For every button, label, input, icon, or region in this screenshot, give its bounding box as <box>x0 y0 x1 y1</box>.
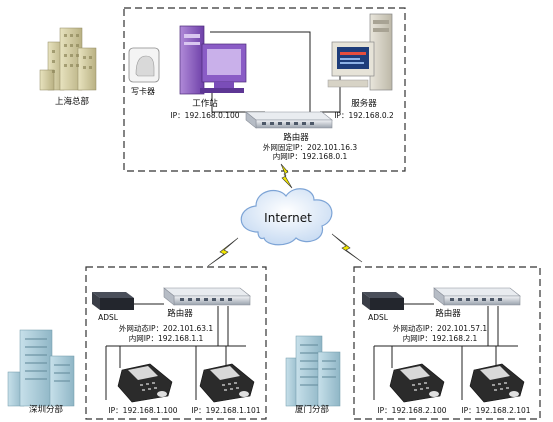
internet-label: Internet <box>264 211 312 225</box>
shenzhen-router-label: 路由器 <box>167 308 193 319</box>
server-label: 服务器 <box>351 98 377 109</box>
workstation-icon <box>179 25 247 95</box>
hq-router-lan-ip: 内网IP：192.168.0.1 <box>273 151 348 161</box>
hq-site-label: 上海总部 <box>55 96 90 107</box>
shenzhen-adsl-modem-icon <box>92 292 134 310</box>
shenzhen-terminal-1-ip: IP：192.168.1.100 <box>108 406 177 415</box>
shenzhen-site-frame <box>85 266 267 420</box>
card-writer-label: 写卡器 <box>131 86 155 96</box>
xiamen-router-lan-ip: 内网IP：192.168.2.1 <box>403 333 478 343</box>
xiamen-terminal-2-ip: IP：192.168.2.101 <box>461 406 530 415</box>
shenzhen-router-icon <box>163 287 251 306</box>
xiamen-adsl-label: ADSL <box>368 313 389 322</box>
xiamen-router-wan-ip: 外网动态IP：202.101.57.1 <box>393 323 488 333</box>
shenzhen-terminal-2-ip: IP：192.168.1.101 <box>191 406 260 415</box>
xiamen-card-terminal-2-icon <box>469 363 525 403</box>
xiamen-terminal-1-ip: IP：192.168.2.100 <box>377 406 446 415</box>
server-icon <box>327 13 393 91</box>
xiamen-links <box>373 303 518 400</box>
xiamen-internet-link-bolt <box>331 233 363 263</box>
card-writer-icon <box>128 47 160 83</box>
hq-building-icon <box>39 27 97 91</box>
hq-site-frame <box>123 7 406 172</box>
workstation-ip: IP：192.168.0.100 <box>170 111 239 120</box>
hq-router-icon <box>245 111 333 129</box>
shenzhen-building-icon <box>7 329 75 407</box>
xiamen-site-frame <box>353 266 541 420</box>
shenzhen-card-terminal-2-icon <box>199 363 255 403</box>
shenzhen-card-terminal-1-icon <box>117 363 173 403</box>
xiamen-site-label: 厦门分部 <box>295 404 330 415</box>
xiamen-router-icon <box>433 287 521 306</box>
shenzhen-adsl-label: ADSL <box>98 313 119 322</box>
xiamen-card-terminal-1-icon <box>389 363 445 403</box>
xiamen-adsl-modem-icon <box>362 292 404 310</box>
internet-cloud-icon <box>240 188 333 246</box>
server-ip: IP：192.168.0.2 <box>334 111 394 120</box>
workstation-label: 工作站 <box>192 98 218 109</box>
hq-internet-link-bolt <box>280 163 293 189</box>
xiamen-building-icon <box>285 335 341 407</box>
hq-router-label: 路由器 <box>283 132 309 143</box>
shenzhen-site-label: 深圳分部 <box>29 404 64 415</box>
hq-router-wan-ip: 外网固定IP：202.101.16.3 <box>263 142 358 152</box>
shenzhen-router-wan-ip: 外网动态IP：202.101.63.1 <box>119 323 214 333</box>
xiamen-router-label: 路由器 <box>435 308 461 319</box>
shenzhen-links <box>105 303 246 400</box>
shenzhen-router-lan-ip: 内网IP：192.168.1.1 <box>129 333 204 343</box>
shenzhen-internet-link-bolt <box>207 237 239 267</box>
